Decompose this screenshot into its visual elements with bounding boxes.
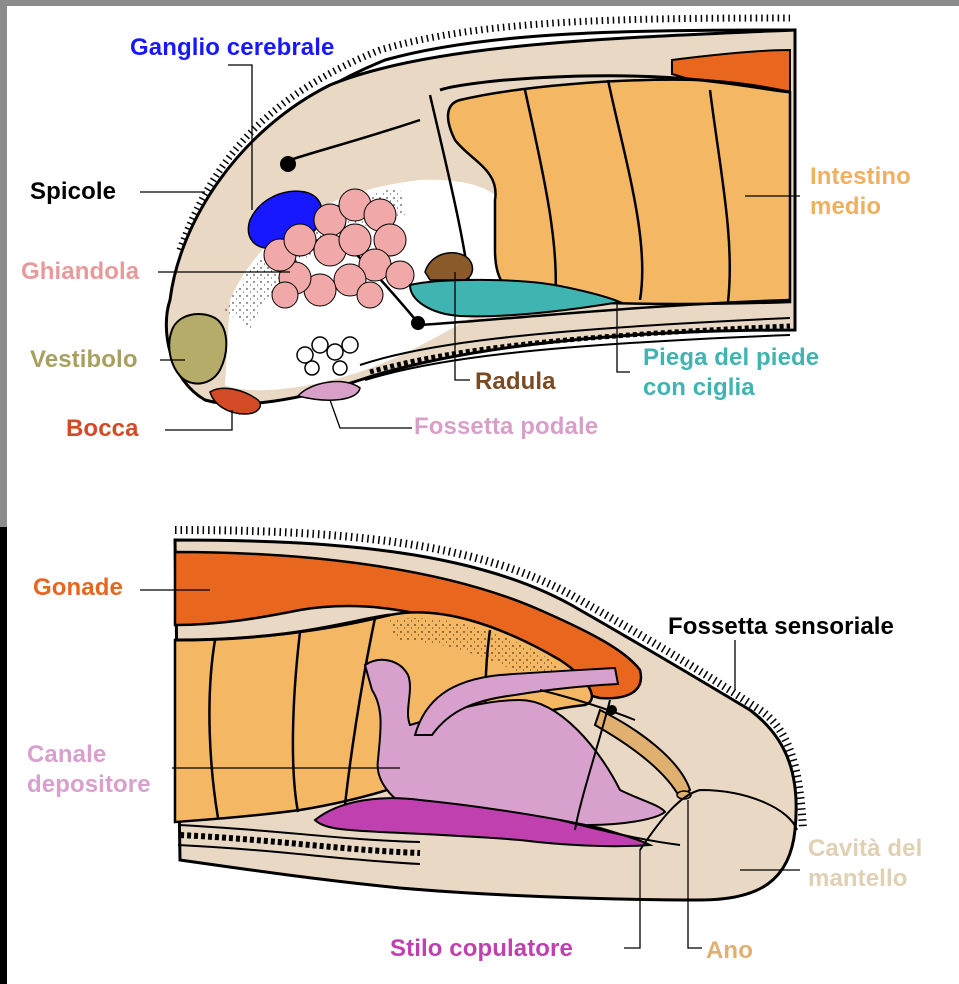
- label-ano: Ano: [706, 936, 753, 966]
- nerve-node: [280, 156, 296, 172]
- label-gonade: Gonade: [33, 573, 123, 603]
- label-intestino-medio: Intestino medio: [810, 162, 911, 222]
- label-vestibolo: Vestibolo: [30, 345, 138, 375]
- midgut-top: [448, 80, 790, 304]
- posterior-section: [140, 530, 803, 948]
- label-ghiandola: Ghiandola: [21, 257, 139, 287]
- nerve-node-ventral: [411, 316, 425, 330]
- vestibule: [169, 314, 226, 384]
- label-radula: Radula: [475, 367, 556, 397]
- label-spicole: Spicole: [30, 177, 116, 207]
- nerve-node-bottom: [607, 705, 617, 715]
- label-piega-del-piede: Piega del piede con ciglia: [643, 343, 819, 403]
- label-ganglio-cerebrale: Ganglio cerebrale: [130, 33, 334, 63]
- label-fossetta-sensoriale: Fossetta sensoriale: [668, 612, 894, 642]
- label-bocca: Bocca: [66, 414, 139, 444]
- label-canale-depositore: Canale depositore: [27, 740, 151, 800]
- label-stilo-copulatore: Stilo copulatore: [390, 934, 573, 964]
- label-fossetta-podale: Fossetta podale: [414, 412, 598, 442]
- label-cavita-del-mantello: Cavità del mantello: [808, 834, 922, 894]
